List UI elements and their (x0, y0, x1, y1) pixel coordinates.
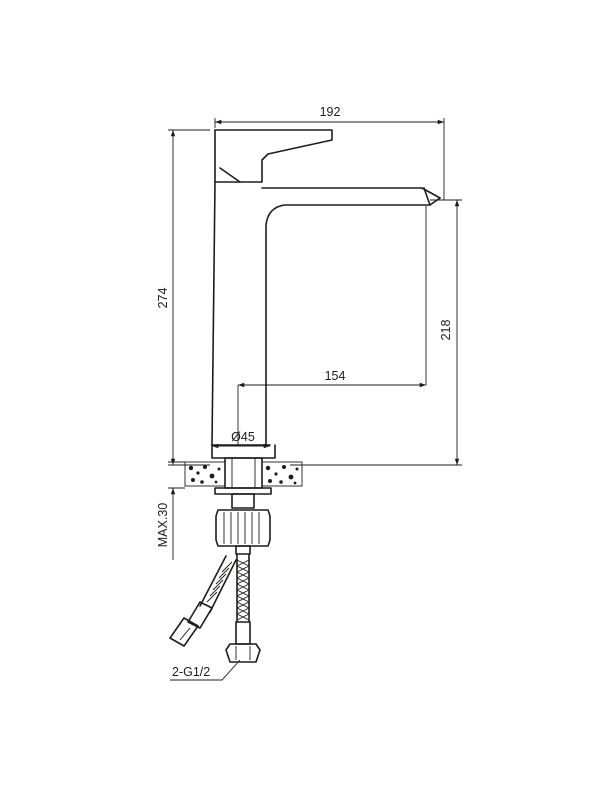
stone-hatch (188, 465, 299, 485)
total-width-label: 192 (320, 105, 341, 119)
dimension-labels: 192 274 218 154 Ø45 MAX.30 2-G1/2 (156, 105, 453, 679)
hose-braid (236, 559, 250, 621)
total-height-label: 274 (156, 288, 170, 309)
max-deck-label: MAX.30 (156, 503, 170, 548)
connection-label: 2-G1/2 (172, 665, 210, 679)
spout-height-label: 218 (439, 320, 453, 341)
connection-leader (170, 659, 241, 681)
supply-hoses (169, 545, 261, 663)
dimension-lines (170, 119, 460, 681)
spout-reach-label: 154 (325, 369, 346, 383)
faucet-outline (211, 129, 441, 459)
countertop-section (184, 457, 303, 547)
body-diameter-label: Ø45 (231, 430, 255, 444)
